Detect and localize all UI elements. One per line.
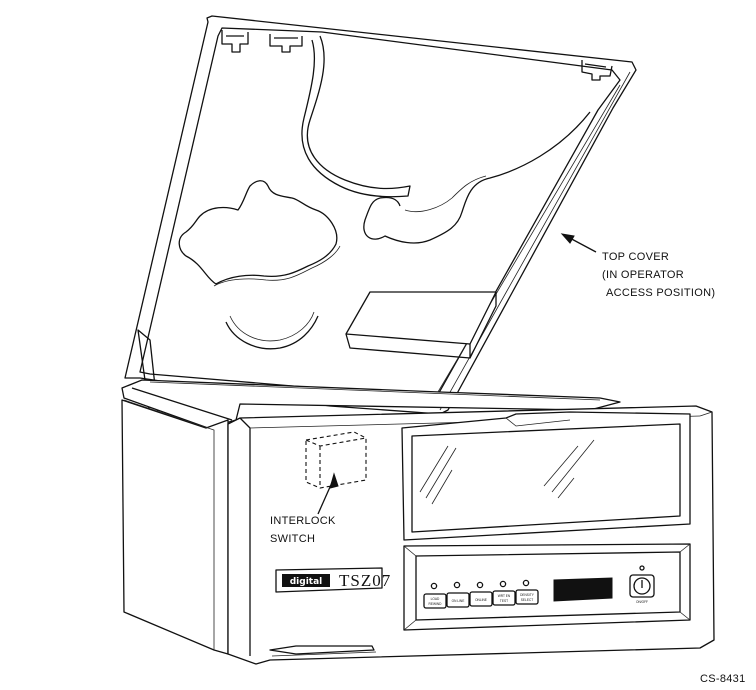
- led-indicator: [499, 580, 507, 588]
- write-enable-test-button[interactable]: WRT EN TEST: [492, 590, 516, 606]
- led-indicator: [476, 581, 484, 589]
- button-label: LOAD: [431, 597, 440, 601]
- power-label: ON/OFF: [636, 600, 648, 604]
- button-label: ONLINE: [475, 598, 487, 602]
- on-line-button[interactable]: ON LINE: [446, 592, 470, 608]
- button-label: REWIND: [429, 602, 443, 606]
- interlock-switch: [305, 431, 367, 489]
- digital-logo: [282, 574, 330, 587]
- interlock-arrow: [317, 472, 339, 515]
- figure-id: CS-8431: [700, 673, 746, 685]
- control-panel: LOAD REWIND ON LINE ONLINE WRT EN TEST D…: [403, 543, 691, 631]
- top-cover-label: ACCESS POSITION): [606, 287, 715, 299]
- button-label: SELECT: [521, 598, 533, 602]
- top-cover-callout: TOP COVER (IN OPERATOR ACCESS POSITION): [602, 251, 715, 299]
- digital-logo-text: digital: [290, 577, 323, 587]
- button-label: DENSITY: [520, 593, 535, 597]
- led-indicator: [430, 582, 438, 590]
- led-indicator: [453, 581, 461, 589]
- density-select-button[interactable]: DENSITY SELECT: [515, 589, 539, 605]
- online-button[interactable]: ONLINE: [469, 591, 493, 607]
- button-label: TEST: [500, 599, 508, 603]
- button-label: WRT EN: [498, 594, 511, 598]
- top-cover-label: TOP COVER: [602, 251, 669, 263]
- tape-window: [401, 411, 691, 541]
- brand-plate: digital TSZ07: [275, 567, 391, 593]
- status-display: [553, 577, 613, 602]
- led-indicator: [522, 579, 530, 587]
- load-rewind-button[interactable]: LOAD REWIND: [423, 593, 447, 609]
- button-label: ON LINE: [452, 599, 465, 603]
- top-cover-label: (IN OPERATOR: [602, 269, 684, 281]
- interlock-label: INTERLOCK: [270, 515, 336, 527]
- top-cover-arrow: [560, 233, 597, 253]
- model-name: TSZ07: [339, 571, 391, 590]
- interlock-label: SWITCH: [270, 533, 315, 545]
- power-switch[interactable]: ON/OFF: [629, 565, 655, 604]
- top-cover: [124, 15, 637, 417]
- interlock-callout: INTERLOCK SWITCH: [270, 515, 336, 545]
